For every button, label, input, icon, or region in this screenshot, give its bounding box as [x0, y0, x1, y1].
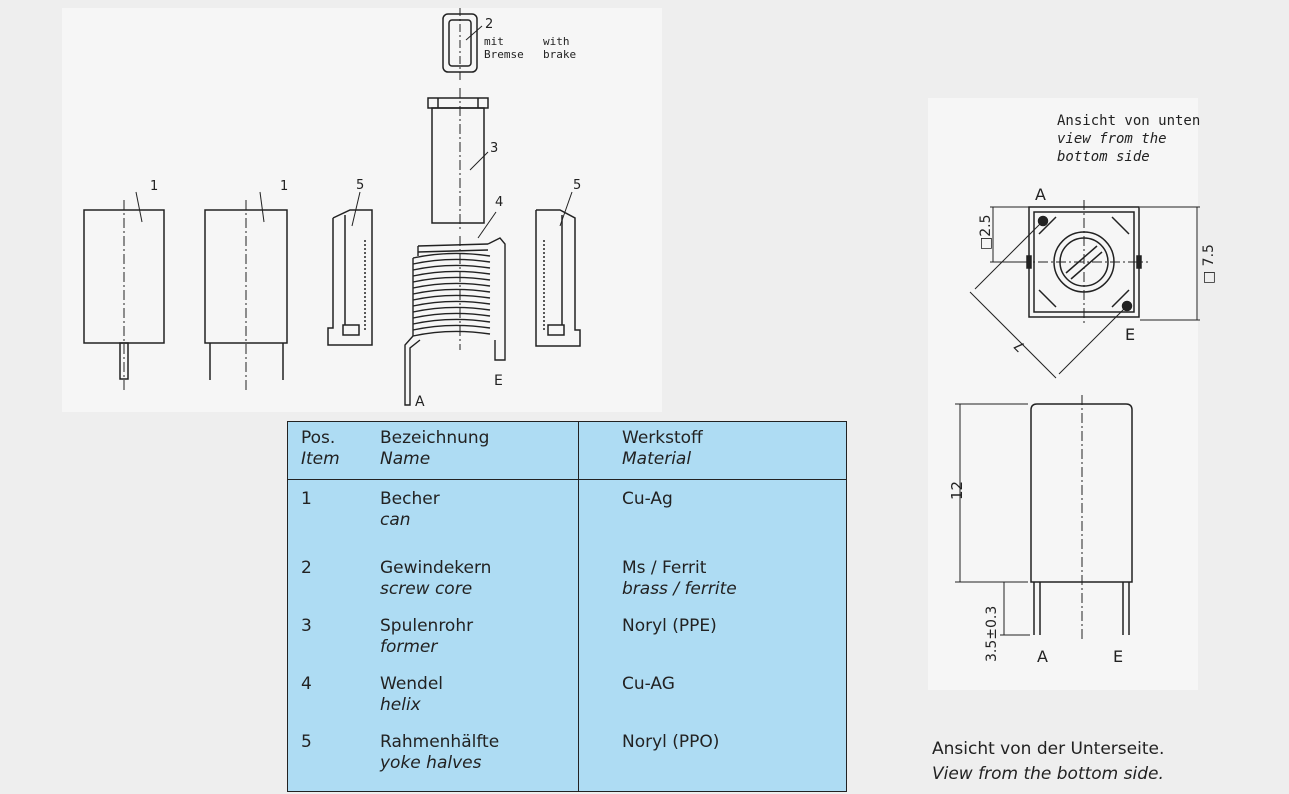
parts-table: Pos. Item Bezeichnung Name Werkstoff Mat… — [287, 421, 847, 792]
row-1-material: Cu-Ag — [622, 489, 673, 510]
row-5-material: Noryl (PPO) — [622, 732, 719, 753]
row-3-name: Spulenrohr former — [380, 616, 473, 658]
dimension-view-panel — [928, 98, 1198, 690]
brake-label-de-1: mit — [484, 35, 504, 48]
row-2-pos: 2 — [301, 558, 312, 578]
part-label-4: 4 — [495, 195, 503, 210]
row-5-material-de: Noryl (PPO) — [622, 732, 720, 752]
row-1-name: Becher can — [380, 489, 440, 531]
row-5-name-de: Rahmenhälfte — [380, 732, 500, 752]
row-3-material: Noryl (PPE) — [622, 616, 717, 637]
row-1-name-en: can — [380, 510, 411, 530]
bottom-view-drawing — [969, 200, 1200, 379]
bottom-view-title-de: Ansicht von unten — [1057, 113, 1200, 129]
bottom-view-title-en-1: view from the — [1057, 131, 1167, 147]
bottom-view-terminal-e: E — [1125, 325, 1135, 344]
row-2-material: Ms / Ferrit brass / ferrite — [622, 558, 737, 600]
row-4-name-en: helix — [380, 695, 421, 715]
header-pos-en: Item — [301, 449, 340, 469]
part-label-2: 2 — [485, 17, 493, 32]
header-pos: Pos. Item — [301, 428, 340, 470]
bottom-view-terminal-a: A — [1035, 185, 1046, 204]
brake-label-en-1: with — [543, 35, 570, 48]
header-name: Bezeichnung Name — [380, 428, 489, 470]
helix-drawing — [404, 211, 506, 406]
header-name-de: Bezeichnung — [380, 428, 490, 448]
part-label-1b: 1 — [280, 179, 288, 194]
side-view-drawing — [955, 395, 1133, 640]
figure-caption: Ansicht von der Unterseite. View from th… — [932, 737, 1164, 787]
can-drawing-1 — [83, 191, 165, 390]
part-label-5a: 5 — [356, 178, 364, 193]
brake-label-en-2: brake — [543, 48, 576, 61]
header-pos-de: Pos. — [301, 428, 336, 448]
caption-en: View from the bottom side. — [932, 764, 1164, 784]
side-view-terminal-e: E — [1113, 647, 1123, 666]
table-column-divider — [578, 422, 579, 791]
dimension-diagonal: 7 — [1011, 337, 1029, 355]
row-4-name-de: Wendel — [380, 674, 444, 694]
row-2-name-en: screw core — [380, 579, 473, 599]
row-2-material-de: Ms / Ferrit — [622, 558, 707, 578]
yoke-half-left-drawing — [327, 191, 373, 346]
former-drawing — [427, 88, 489, 230]
part-label-1a: 1 — [150, 179, 158, 194]
header-material-de: Werkstoff — [622, 428, 703, 448]
brake-label-de-2: Bremse — [484, 48, 524, 61]
row-3-pos: 3 — [301, 616, 312, 636]
row-4-name: Wendel helix — [380, 674, 443, 716]
row-1-name-de: Becher — [380, 489, 440, 509]
dimension-pin-length: 3.5±0.3 — [984, 606, 1000, 662]
row-4-material: Cu-AG — [622, 674, 675, 695]
row-3-name-de: Spulenrohr — [380, 616, 474, 636]
header-material: Werkstoff Material — [622, 428, 703, 470]
row-5-name-en: yoke halves — [380, 753, 482, 773]
helix-terminal-e: E — [494, 373, 503, 389]
row-4-pos: 4 — [301, 674, 312, 694]
bottom-view-title-en-2: bottom side — [1057, 149, 1150, 165]
yoke-half-right-drawing — [535, 191, 581, 347]
row-3-name-en: former — [380, 637, 438, 657]
helix-terminal-a: A — [415, 394, 425, 410]
part-label-3: 3 — [490, 141, 498, 156]
row-2-name-de: Gewindekern — [380, 558, 492, 578]
screw-core-drawing — [442, 8, 483, 80]
row-1-pos: 1 — [301, 489, 312, 509]
table-header-divider — [288, 479, 846, 480]
row-5-name: Rahmenhälfte yoke halves — [380, 732, 499, 774]
row-2-name: Gewindekern screw core — [380, 558, 491, 600]
header-material-en: Material — [622, 449, 692, 469]
caption-de: Ansicht von der Unterseite. — [932, 739, 1165, 759]
row-2-material-en: brass / ferrite — [622, 579, 737, 599]
row-5-pos: 5 — [301, 732, 312, 752]
part-label-5b: 5 — [573, 178, 581, 193]
row-3-material-de: Noryl (PPE) — [622, 616, 717, 636]
side-view-terminal-a: A — [1037, 647, 1048, 666]
dimension-square: □ 7.5 — [1201, 244, 1217, 284]
dimension-height: 12 — [948, 481, 966, 500]
dimension-pitch: □2.5 — [978, 215, 994, 251]
row-4-material-de: Cu-AG — [622, 674, 675, 694]
row-1-material-de: Cu-Ag — [622, 489, 673, 509]
header-name-en: Name — [380, 449, 431, 469]
can-drawing-1b — [204, 191, 288, 390]
